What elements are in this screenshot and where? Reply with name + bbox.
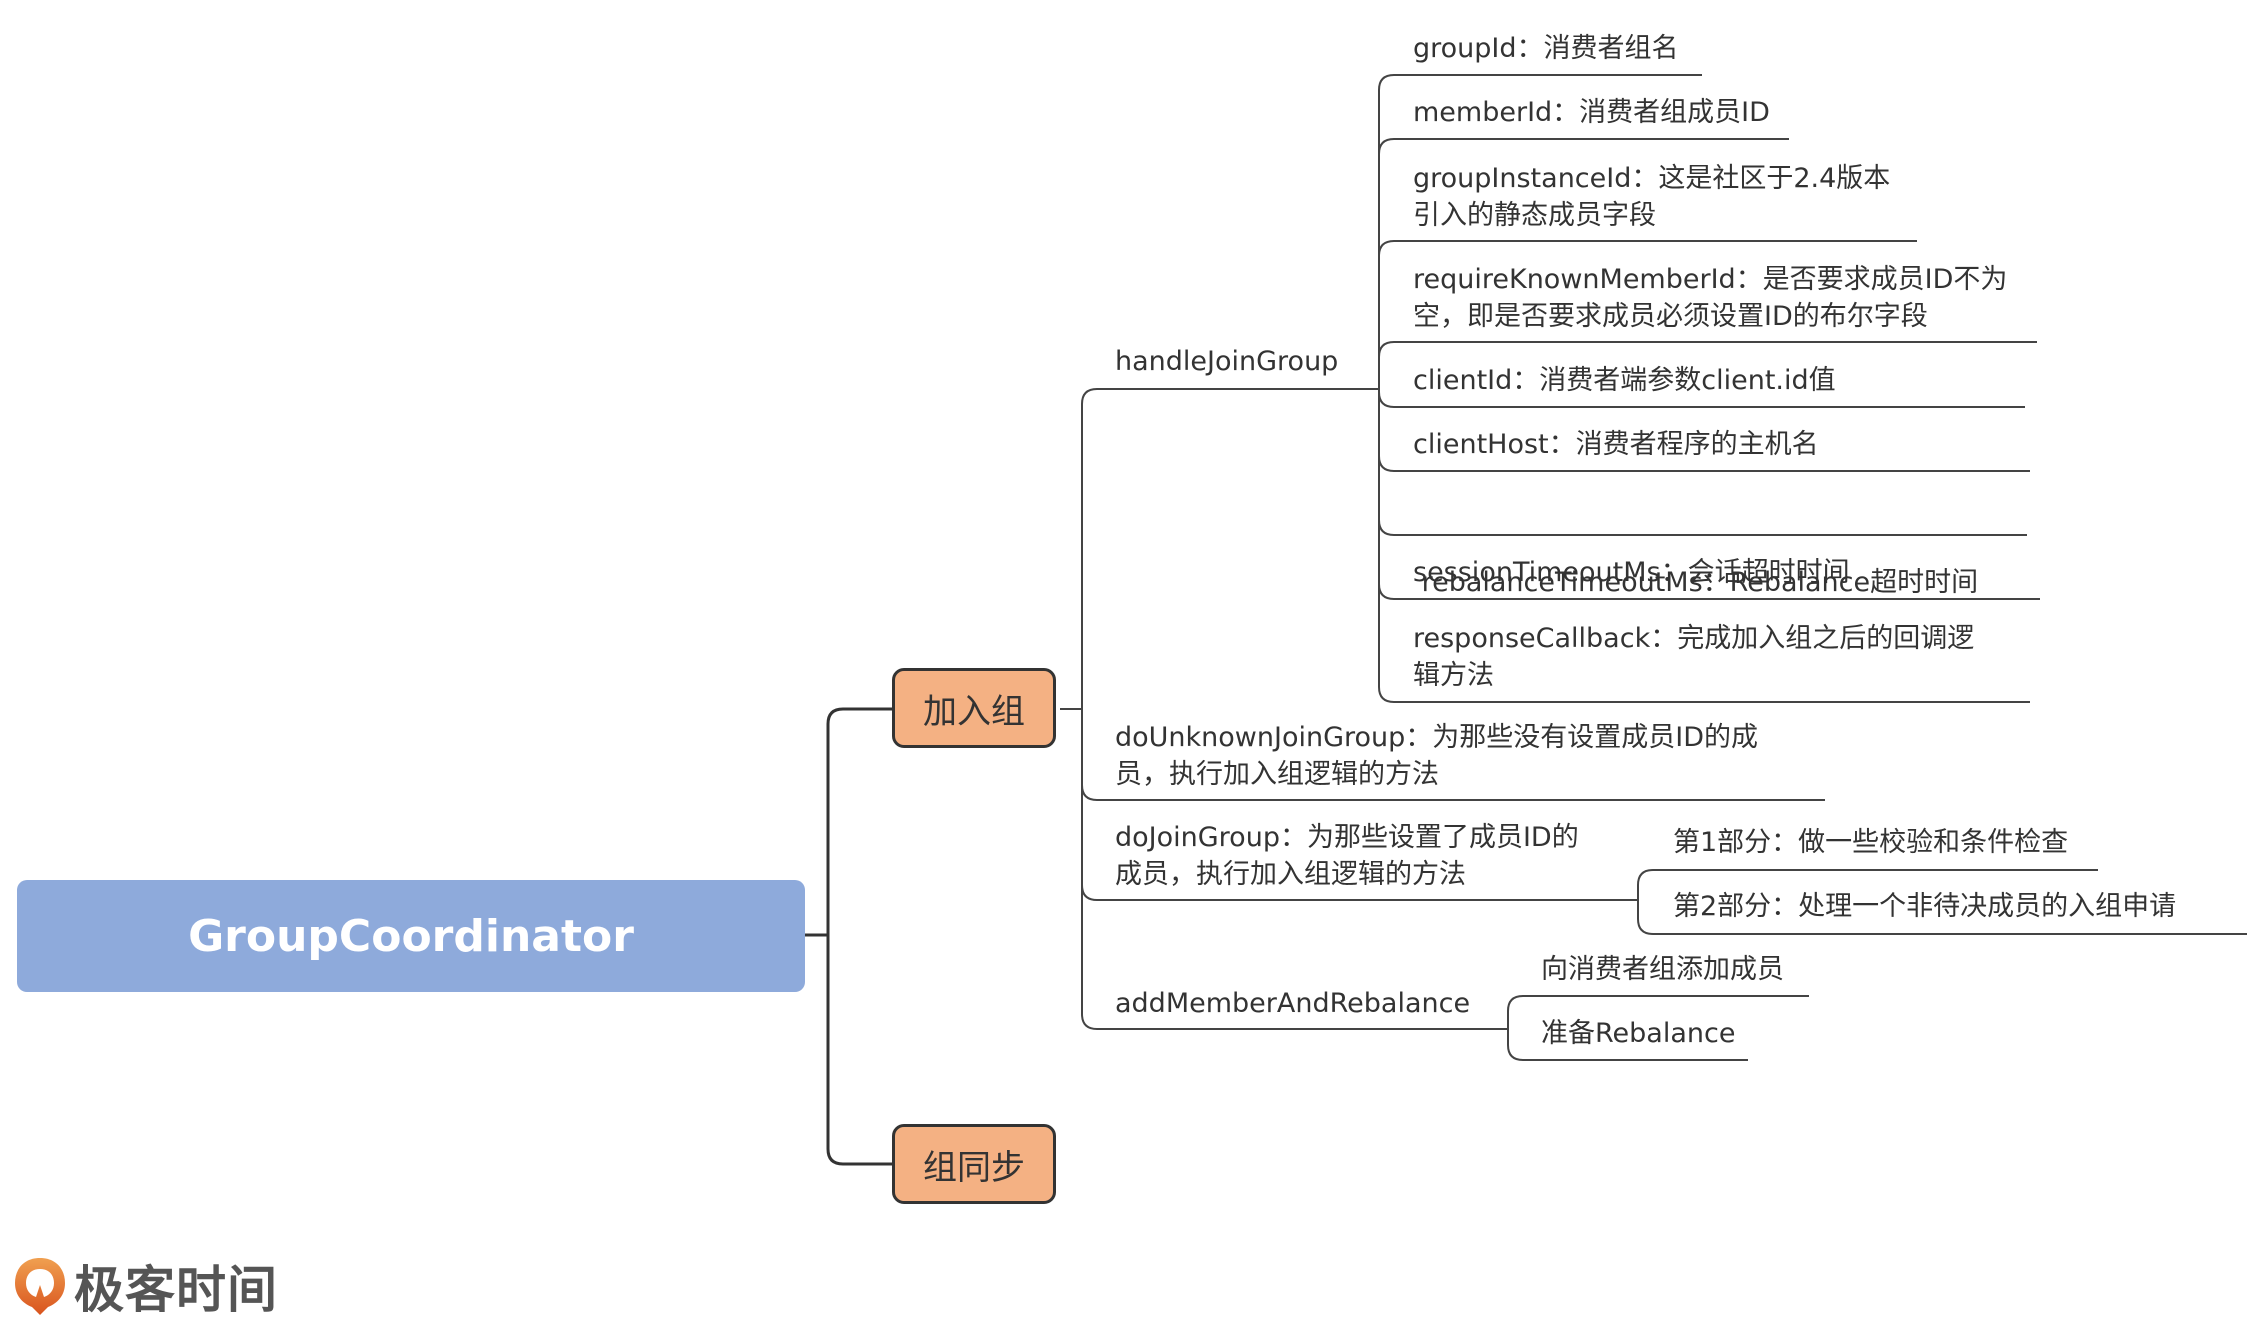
underline-param-groupInstanceId bbox=[1378, 240, 1917, 257]
node-addMemberAndRebalance[interactable]: addMemberAndRebalance bbox=[1115, 988, 1471, 1019]
node-text: 成员，执行加入组逻辑的方法 bbox=[1115, 859, 1466, 890]
underline-param-clientId bbox=[1378, 391, 2025, 408]
underline-param-memberId bbox=[1378, 138, 1789, 155]
param-responseCallback[interactable]: responseCallback：完成加入组之后的回调逻 辑方法 bbox=[1413, 620, 1974, 694]
geektime-logo-text: 极客时间 bbox=[74, 1261, 278, 1319]
param-requireKnownMemberId[interactable]: requireKnownMemberId：是否要求成员ID不为 空，即是否要求成… bbox=[1413, 261, 2007, 335]
connector-addMember-steps bbox=[1507, 995, 1524, 1061]
node-join-group[interactable]: 加入组 bbox=[892, 668, 1056, 748]
param-text: rebalanceTimeoutMs：Rebalance超时时间 bbox=[1413, 567, 1979, 598]
node-text: doJoinGroup：为那些设置了成员ID的 bbox=[1115, 822, 1579, 853]
param-sessionTimeoutMs[interactable]: sessionTimeoutMs：会话超时时间 bbox=[1413, 554, 1850, 591]
param-text: 辑方法 bbox=[1413, 660, 1494, 691]
connector-params-trunk bbox=[1378, 74, 1395, 703]
node-text: 员，执行加入组逻辑的方法 bbox=[1115, 759, 1439, 790]
node-doJoinGroup-part-1[interactable]: 第1部分：做一些校验和条件检查 bbox=[1673, 827, 2069, 858]
node-sync-group[interactable]: 组同步 bbox=[892, 1124, 1056, 1204]
param-text: groupInstanceId：这是社区于2.4版本 bbox=[1413, 163, 1891, 194]
param-text: 空，即是否要求成员必须设置ID的布尔字段 bbox=[1413, 301, 1928, 332]
node-label: 加入组 bbox=[923, 691, 1025, 732]
node-addMember-step-1[interactable]: 向消费者组添加成员 bbox=[1541, 954, 1784, 985]
underline-doJoinGroup bbox=[1081, 884, 1638, 901]
node-doJoinGroup[interactable]: doJoinGroup：为那些设置了成员ID的 成员，执行加入组逻辑的方法 bbox=[1115, 819, 1579, 893]
node-addMember-step-2[interactable]: 准备Rebalance bbox=[1541, 1018, 1736, 1049]
underline-param-sessionTimeoutMs bbox=[1378, 583, 2040, 600]
node-text: doUnknownJoinGroup：为那些没有设置成员ID的成 bbox=[1115, 722, 1759, 753]
param-text: memberId：消费者组成员ID bbox=[1413, 97, 1770, 128]
underline-doUnknownJoinGroup bbox=[1081, 784, 1825, 801]
param-text: requireKnownMemberId：是否要求成员ID不为 bbox=[1413, 264, 2008, 295]
param-memberId[interactable]: memberId：消费者组成员ID bbox=[1413, 94, 1770, 131]
node-handleJoinGroup[interactable]: handleJoinGroup bbox=[1115, 346, 1339, 377]
root-node[interactable]: GroupCoordinator bbox=[17, 880, 805, 992]
connector-doJoin-parts bbox=[1637, 869, 1654, 935]
param-clientId[interactable]: clientId：消费者端参数client.id值 bbox=[1413, 362, 1836, 399]
underline-param-clientHost bbox=[1378, 455, 2030, 472]
param-groupId[interactable]: groupId：消费者组名 bbox=[1413, 30, 1679, 67]
param-rebalanceTimeoutMs[interactable]: rebalanceTimeoutMs：Rebalance超时时间 bbox=[1413, 490, 1979, 638]
geektime-logo: 极客时间 bbox=[12, 1250, 278, 1322]
param-text: clientHost：消费者程序的主机名 bbox=[1413, 429, 1819, 460]
node-doJoinGroup-part-2[interactable]: 第2部分：处理一个非待决成员的入组申请 bbox=[1673, 891, 2177, 922]
geektime-logo-icon bbox=[15, 1258, 65, 1315]
node-label: 组同步 bbox=[923, 1147, 1025, 1188]
underline-param-requireKnownMemberId bbox=[1378, 341, 2037, 358]
root-label: GroupCoordinator bbox=[188, 910, 634, 962]
param-text: sessionTimeoutMs：会话超时时间 bbox=[1413, 557, 1850, 588]
param-groupInstanceId[interactable]: groupInstanceId：这是社区于2.4版本 引入的静态成员字段 bbox=[1413, 160, 1890, 234]
param-text: 引入的静态成员字段 bbox=[1413, 200, 1656, 231]
connector-root-trunk bbox=[826, 707, 892, 1166]
param-clientHost[interactable]: clientHost：消费者程序的主机名 bbox=[1413, 426, 1819, 463]
underline-param-rebalanceTimeoutMs bbox=[1378, 519, 2027, 536]
node-doUnknownJoinGroup[interactable]: doUnknownJoinGroup：为那些没有设置成员ID的成 员，执行加入组… bbox=[1115, 719, 1758, 793]
param-text: groupId：消费者组名 bbox=[1413, 33, 1679, 64]
param-text: clientId：消费者端参数client.id值 bbox=[1413, 365, 1836, 396]
connector-join-trunk bbox=[1081, 388, 1098, 1030]
param-text: responseCallback：完成加入组之后的回调逻 bbox=[1413, 623, 1975, 654]
